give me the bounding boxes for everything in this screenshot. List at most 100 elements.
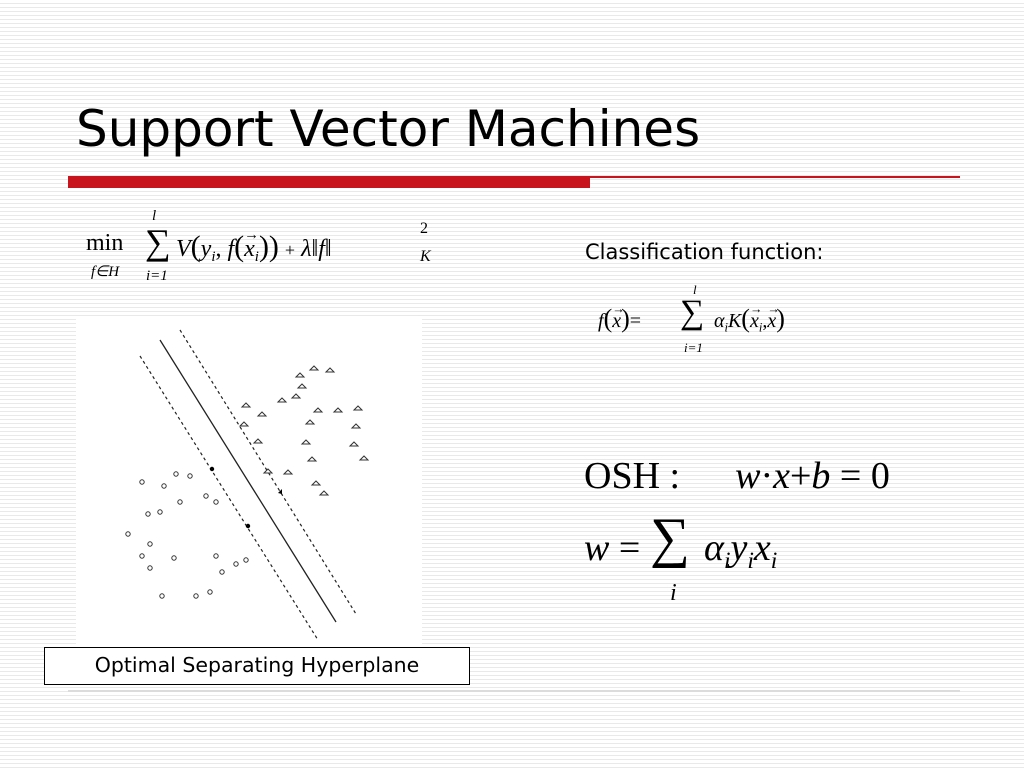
weight-equation: w = ∑ i αiyixi xyxy=(584,507,824,608)
circle-point xyxy=(145,511,151,517)
circle-point xyxy=(161,483,167,489)
support-vector-point xyxy=(278,489,282,494)
triangle-point xyxy=(290,393,302,399)
sum-symbol: ∑ xyxy=(680,294,705,331)
circle-point xyxy=(233,561,239,567)
circle-point xyxy=(177,499,183,505)
function-f: f xyxy=(227,236,235,262)
bias-b: b xyxy=(811,455,831,497)
weight-w: w xyxy=(584,527,610,569)
figure-background xyxy=(76,318,422,644)
classification-label: Classification function: xyxy=(585,240,824,264)
class-circle-points xyxy=(125,471,249,599)
function-f: f xyxy=(598,310,604,332)
min-subscript: f∈H xyxy=(91,264,120,280)
osh-equation: OSH : w·x+b = 0 xyxy=(584,454,890,498)
sum-symbol: ∑ xyxy=(650,507,690,569)
circle-point xyxy=(147,565,153,571)
triangle-point xyxy=(312,407,324,413)
index-i: i xyxy=(758,320,763,335)
classification-lhs: f(x)= xyxy=(598,302,642,334)
circle-point xyxy=(157,509,163,515)
comma: , xyxy=(215,236,222,262)
triangle-point xyxy=(276,397,288,403)
triangle-point xyxy=(256,411,268,417)
input-x: x xyxy=(753,527,771,569)
triangle-point xyxy=(310,480,322,486)
title-underline-bar xyxy=(68,176,590,188)
plus-sign: + xyxy=(789,455,812,497)
equals-sign: = xyxy=(618,527,641,569)
plus-sign: + xyxy=(284,240,296,260)
triangle-point xyxy=(262,468,274,474)
weight-lhs: w = xyxy=(584,526,640,570)
separating-hyperplane xyxy=(159,339,337,623)
circle-point xyxy=(207,589,213,595)
triangle-point xyxy=(332,407,344,413)
osh-label: OSH : xyxy=(584,455,681,497)
input-x: x xyxy=(773,455,790,497)
norm-right: ‖ xyxy=(324,236,332,262)
slide-title: Support Vector Machines xyxy=(76,100,701,158)
circle-point xyxy=(187,473,193,479)
triangle-point xyxy=(296,383,308,389)
triangle-point xyxy=(308,365,320,371)
vector-x: x xyxy=(767,302,776,333)
title-underline-rule xyxy=(590,176,960,178)
vector-x: x xyxy=(244,227,255,263)
circle-point xyxy=(203,493,209,499)
index-i: i xyxy=(724,320,728,335)
triangle-point xyxy=(300,439,312,445)
label-y: y xyxy=(730,527,748,569)
triangle-point xyxy=(324,367,336,373)
lower-margin-line xyxy=(139,355,319,641)
svm-hyperplane-figure xyxy=(76,318,422,644)
weight-rhs: αiyixi xyxy=(704,526,777,575)
norm-left: ‖ xyxy=(311,236,319,262)
circle-point xyxy=(125,531,131,537)
index-i: i xyxy=(211,249,216,266)
classification-rhs: αiK(xi,x) xyxy=(714,302,785,335)
support-vector-point xyxy=(209,466,215,472)
triangle-point xyxy=(318,490,330,496)
weight-w: w xyxy=(735,455,761,497)
dot-operator: · xyxy=(760,455,774,497)
min-text: min xyxy=(86,230,124,256)
circle-point xyxy=(213,553,219,559)
class-triangle-points xyxy=(238,365,370,496)
triangle-point xyxy=(358,455,370,461)
circle-point xyxy=(139,553,145,559)
triangle-point xyxy=(240,402,252,408)
label-y: y xyxy=(200,236,212,262)
comma: , xyxy=(762,310,768,332)
circle-point xyxy=(243,557,249,563)
function-f: f xyxy=(318,236,325,262)
vector-x: x xyxy=(750,302,759,333)
index-i: i xyxy=(254,249,259,266)
circle-point xyxy=(147,541,153,547)
zero: 0 xyxy=(870,455,890,497)
kernel-K: K xyxy=(727,310,742,332)
sum-lower-limit: i xyxy=(670,580,677,606)
index-i: i xyxy=(747,548,754,575)
index-i: i xyxy=(770,548,778,575)
sum-lower-limit: i=1 xyxy=(684,340,703,355)
triangle-point xyxy=(282,469,294,475)
support-vector-point xyxy=(245,523,251,529)
loss-term: V(yi, f(xi)) + λ‖f‖ xyxy=(176,227,332,266)
sum-upper-limit: l xyxy=(152,208,157,224)
triangle-point xyxy=(294,372,306,378)
triangle-point xyxy=(352,405,364,411)
upper-margin-line xyxy=(179,329,357,615)
triangle-point xyxy=(238,421,250,427)
equals-sign: = xyxy=(629,310,642,332)
circle-point xyxy=(139,479,145,485)
classification-formula: f(x)= l ∑ i=1 αiK(xi,x) xyxy=(598,282,848,358)
sum-symbol: ∑ xyxy=(145,222,171,262)
triangle-point xyxy=(252,438,264,444)
triangle-point xyxy=(350,423,362,429)
lambda-symbol: λ xyxy=(301,236,312,262)
equals-sign: = xyxy=(839,455,862,497)
kernel-subscript-K: K xyxy=(420,248,431,265)
circle-point xyxy=(193,593,199,599)
